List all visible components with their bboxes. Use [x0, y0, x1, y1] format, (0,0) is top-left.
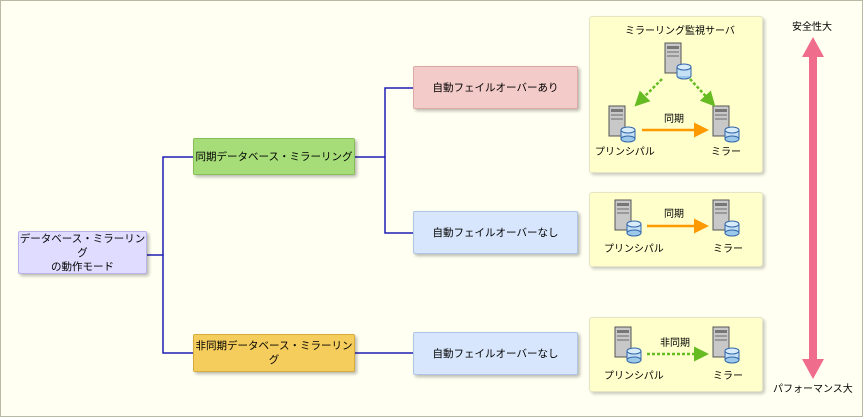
- principal-label: プリンシパル: [604, 244, 664, 255]
- no-auto-failover-async-node: 自動フェイルオーバーなし: [413, 332, 578, 375]
- async-arrow: [647, 346, 709, 362]
- scale-bottom-label: パフォーマンス大: [773, 384, 853, 395]
- witness-server-icon: [664, 42, 692, 80]
- tradeoff-double-arrow: [802, 37, 824, 379]
- connector-sync-none: [384, 157, 413, 234]
- sync-mirroring-node: 同期データベース・ミラーリング: [193, 138, 355, 175]
- async-mirroring-node: 非同期データベース・ミラーリング: [193, 334, 355, 372]
- connector-root-async: [162, 255, 193, 354]
- no-auto-failover-sync-node: 自動フェイルオーバーなし: [413, 211, 578, 254]
- connector-sync-auto: [355, 87, 413, 158]
- root-label-line1: データベース・ミラーリング: [19, 232, 146, 259]
- mirror-server-icon: [712, 105, 740, 143]
- panel-sync-no-failover: 同期 プリンシパル ミラー: [589, 192, 763, 267]
- auto-failover-node: 自動フェイルオーバーあり: [413, 66, 578, 109]
- principal-label: プリンシパル: [595, 147, 655, 158]
- mirror-server-icon: [712, 199, 740, 237]
- root-label-line2: の動作モード: [51, 260, 114, 273]
- principal-server-icon: [614, 326, 642, 364]
- mirror-label: ミラー: [711, 147, 741, 158]
- mirror-label: ミラー: [713, 371, 743, 382]
- sync-arrow-label: 同期: [664, 209, 684, 220]
- witness-label: ミラーリング監視サーバ: [625, 26, 735, 37]
- principal-label: プリンシパル: [604, 371, 664, 382]
- panel1-arrows: [634, 78, 716, 138]
- panel-auto-failover: ミラーリング監視サーバ: [589, 16, 763, 173]
- principal-server-icon: [608, 105, 636, 143]
- principal-server-icon: [614, 199, 642, 237]
- panel-async-no-failover: 非同期 プリンシパル ミラー: [589, 317, 763, 392]
- connector-root-sync: [147, 156, 193, 256]
- mirror-label: ミラー: [713, 244, 743, 255]
- scale-top-label: 安全性大: [792, 22, 832, 33]
- mirror-server-icon: [712, 326, 740, 364]
- sync-arrow-label: 同期: [664, 114, 684, 125]
- root-node: データベース・ミラーリング の動作モード: [18, 231, 147, 274]
- async-arrow-label: 非同期: [660, 338, 690, 349]
- sync-arrow: [647, 218, 709, 234]
